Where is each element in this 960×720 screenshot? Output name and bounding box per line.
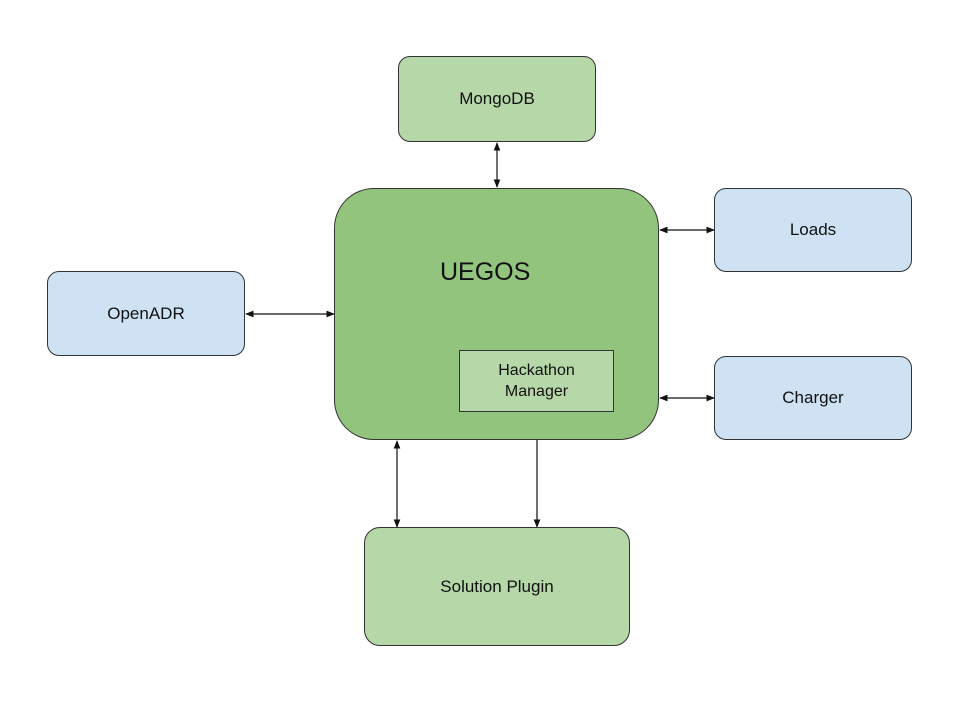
node-mongodb-label: MongoDB xyxy=(459,89,535,108)
node-openadr[interactable]: OpenADR xyxy=(47,271,245,356)
node-charger-label: Charger xyxy=(782,388,844,407)
node-charger[interactable]: Charger xyxy=(714,356,912,440)
node-mongodb[interactable]: MongoDB xyxy=(398,56,596,142)
node-openadr-label: OpenADR xyxy=(107,303,185,323)
node-hackathon-manager-label: Hackathon Manager xyxy=(498,362,575,400)
node-loads[interactable]: Loads xyxy=(714,188,912,272)
node-solution-plugin-label: Solution Plugin xyxy=(440,576,554,596)
node-solution-plugin[interactable]: Solution Plugin xyxy=(364,527,630,646)
node-hackathon-manager[interactable]: Hackathon Manager xyxy=(459,350,614,412)
node-loads-label: Loads xyxy=(789,220,837,239)
node-uegos-label: UEGOS xyxy=(440,258,531,286)
